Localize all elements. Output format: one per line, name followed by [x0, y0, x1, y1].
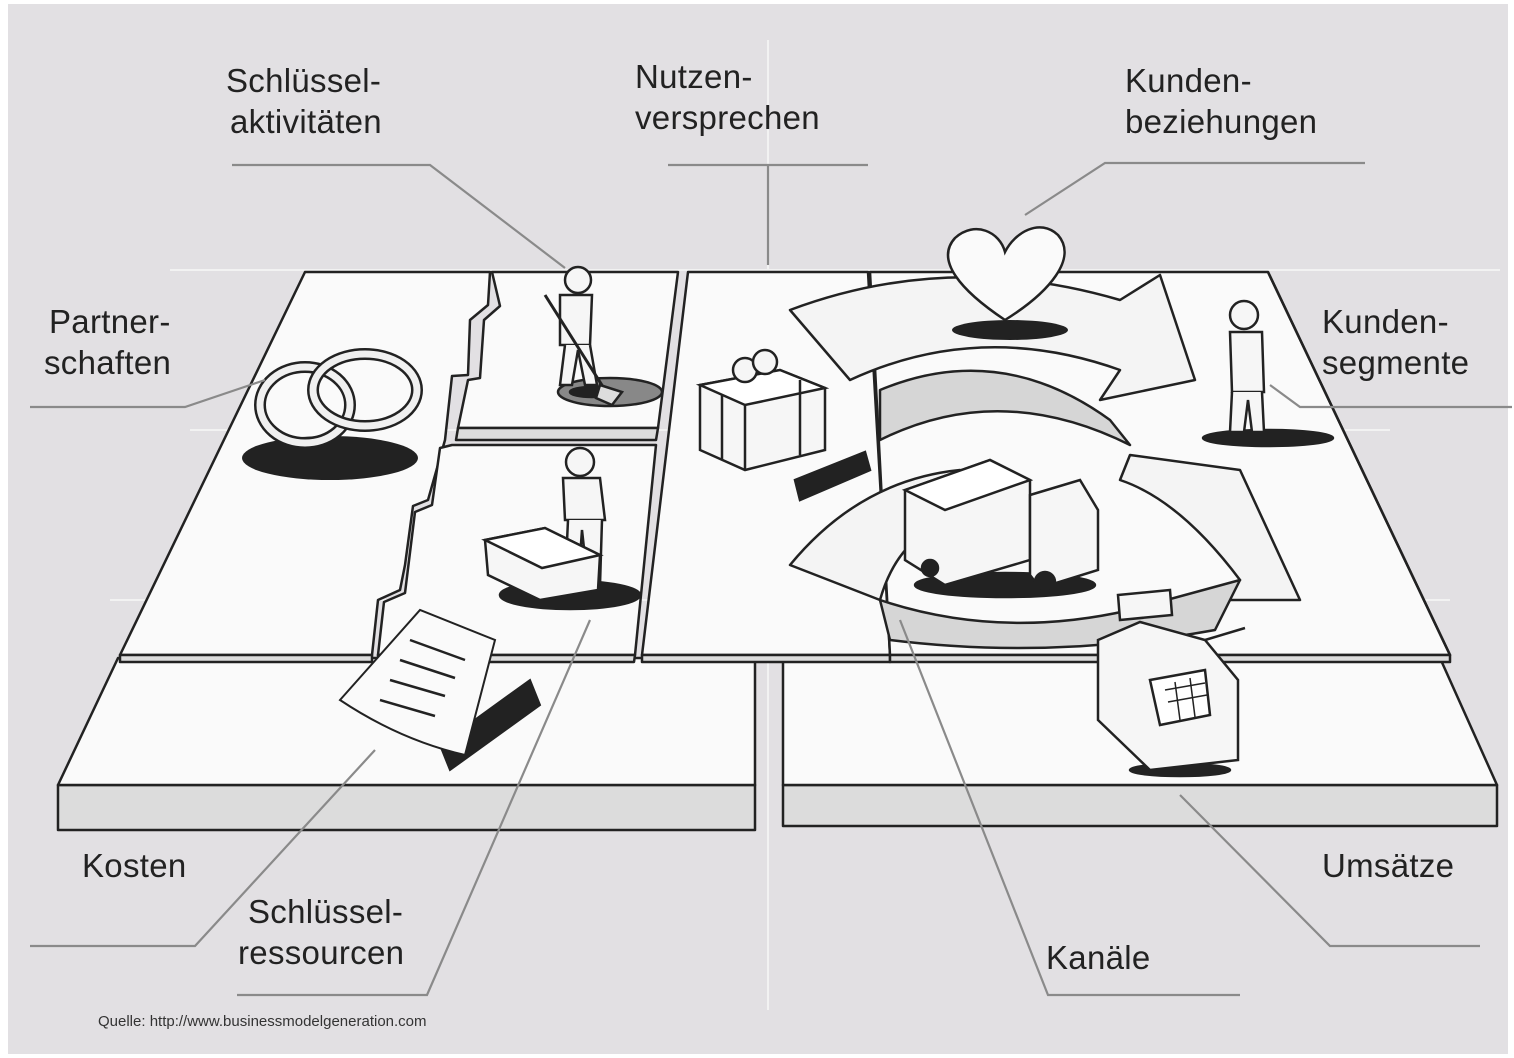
delivery-truck-icon: [901, 458, 1100, 599]
label-value-propositions: Nutzen- versprechen: [635, 58, 820, 136]
label-revenue-streams: Umsätze: [1322, 847, 1455, 884]
label-customer-relationships: Kunden- beziehungen: [1125, 62, 1318, 140]
label-key-resources: Schlüssel- ressourcen: [238, 893, 405, 971]
label-key-activities: Schlüssel- aktivitäten: [226, 62, 382, 140]
digging-person-icon: [543, 265, 664, 408]
gift-box-icon: [695, 348, 872, 502]
label-customer-segments: Kunden- segmente: [1322, 303, 1470, 381]
source-credit: Quelle: http://www.businessmodelgenerati…: [98, 1013, 427, 1030]
heart-icon: [946, 226, 1068, 340]
document-icon: [338, 608, 542, 772]
wedding-rings-icon: [242, 348, 423, 480]
label-key-partners: Partner- schaften: [44, 303, 172, 381]
label-cost-structure: Kosten: [82, 847, 187, 884]
leader-lines: [30, 161, 1512, 997]
bottom-slabs: [56, 656, 1499, 832]
cash-register-icon: [1096, 588, 1246, 778]
label-channels: Kanäle: [1046, 939, 1151, 976]
standing-person-icon: [1201, 299, 1335, 448]
person-with-box-icon: [481, 446, 642, 611]
